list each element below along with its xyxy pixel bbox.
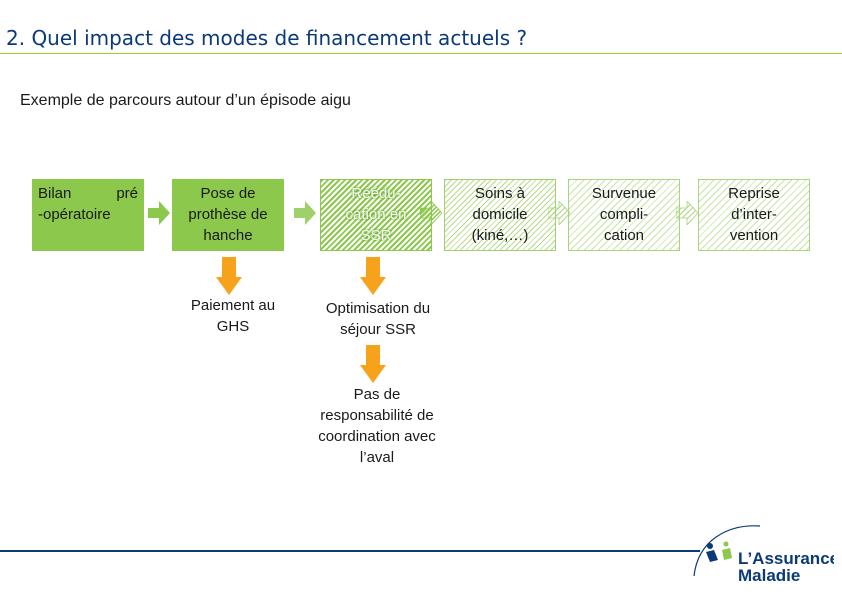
arrow-down-icon [216, 257, 242, 295]
step-bilan-preoperatoire: Bilan pré -opératoire [32, 179, 144, 251]
arrow-right-icon [294, 201, 316, 225]
step-label: Bilan pré -opératoire [38, 185, 138, 223]
step-label: Pose de prothèse de hanche [188, 185, 268, 244]
note-optimisation-ssr: Optimisation du séjour SSR [325, 300, 431, 338]
note-responsabilite-coordination: Pas de responsabilité de coordination av… [318, 386, 436, 466]
arrow-right-icon [148, 201, 170, 225]
note-paiement-ghs: Paiement au GHS [190, 297, 276, 335]
logo-brand-line2: Maladie [738, 566, 800, 584]
step-soins-domicile: Soins à domicile (kiné,…) [444, 179, 556, 251]
arrow-right-icon [420, 201, 442, 225]
step-reeducation-ssr: Réédu- cation en SSR [320, 179, 432, 251]
slide-subtitle: Exemple de parcours autour d’un épisode … [20, 92, 351, 109]
step-survenue-complication: Survenue compli- cation [568, 179, 680, 251]
title-underline [0, 53, 842, 54]
logo-brand-line1: L’Assurance [738, 549, 834, 568]
step-label: Reprise d’inter- vention [728, 185, 780, 244]
step-reprise-intervention: Reprise d’inter- vention [698, 179, 810, 251]
step-pose-prothese: Pose de prothèse de hanche [172, 179, 284, 251]
arrow-down-icon [360, 345, 386, 383]
step-label: Survenue compli- cation [591, 185, 657, 244]
arrow-down-icon [360, 257, 386, 295]
step-label: Soins à domicile (kiné,…) [471, 185, 529, 244]
assurance-maladie-logo: L’Assurance Maladie [693, 525, 834, 584]
step-label: Réédu- cation en SSR [345, 185, 407, 244]
arrow-right-icon [548, 201, 570, 225]
footer-rule [0, 550, 700, 552]
arrow-right-icon [676, 201, 698, 225]
slide-title: 2. Quel impact des modes de financement … [6, 26, 528, 50]
